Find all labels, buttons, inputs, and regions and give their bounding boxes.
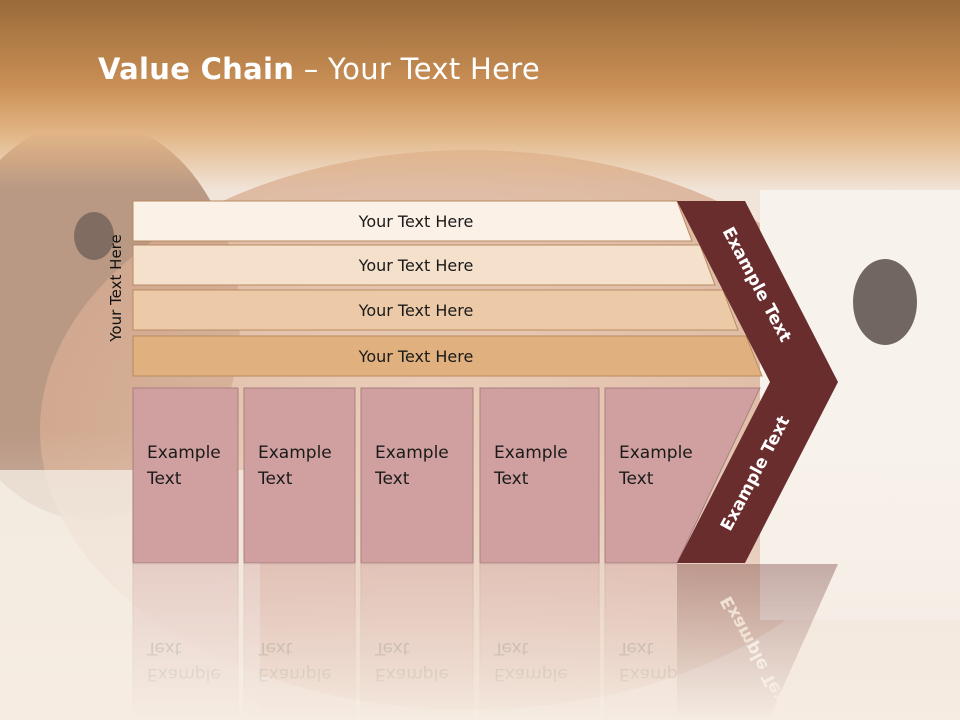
title-bold: Value Chain: [98, 52, 295, 86]
header-band: [0, 0, 960, 190]
primary-activity-label-line2: Text: [146, 638, 182, 658]
primary-activity-label-line1: Example: [258, 664, 332, 684]
primary-activity-label-line1: Example: [619, 664, 693, 684]
primary-activity-box: [360, 563, 474, 720]
title-rest: – Your Text Here: [294, 52, 540, 86]
support-row-label: Your Text Here: [358, 347, 474, 366]
primary-activity-label-line2: Text: [374, 638, 410, 658]
primary-activity-box: [479, 563, 600, 720]
support-row: [132, 335, 763, 377]
primary-activity-label-line2: Text: [493, 638, 529, 658]
primary-activity-label-line2: Text: [618, 469, 654, 489]
margin-arrow: [677, 201, 838, 563]
primary-activity-label-line1: Example: [619, 443, 693, 463]
primary-activity-box: [132, 387, 239, 564]
primary-activity-box: [243, 387, 356, 564]
margin-arrow-reflection: [677, 564, 838, 720]
primary-activity-label-line2: Text: [257, 469, 293, 489]
support-row-label: Your Text Here: [358, 301, 474, 320]
primary-activity-label-line2: Text: [257, 638, 293, 658]
primary-activity-label-line1: Example: [494, 443, 568, 463]
support-row: [132, 244, 716, 286]
primary-activity-label-line2: Text: [146, 469, 182, 489]
primary-activity-label-line1: Example: [375, 443, 449, 463]
support-row: [132, 200, 693, 242]
stone-icon: [74, 212, 114, 260]
primary-activity-box: [243, 563, 356, 720]
primary-activity-box: [604, 563, 752, 720]
primary-activity-label-line1: Example: [147, 664, 221, 684]
primary-activity-label-line2: Text: [374, 469, 410, 489]
primary-activity-box: [132, 563, 239, 720]
page-title: Value Chain – Your Text Here: [98, 52, 540, 86]
support-row-label: Your Text Here: [358, 256, 474, 275]
support-row: [132, 289, 739, 331]
primary-activity-label-line2: Text: [618, 638, 654, 658]
primary-activity-label-line1: Example: [147, 443, 221, 463]
primary-activity-label-line2: Text: [493, 469, 529, 489]
primary-activity-label-line1: Example: [375, 664, 449, 684]
support-row-label: Your Text Here: [358, 212, 474, 231]
primary-activity-box: [360, 387, 474, 564]
primary-activity-label-line1: Example: [258, 443, 332, 463]
primary-activity-box: [479, 387, 600, 564]
stone-icon: [853, 259, 917, 345]
primary-activity-label-line1: Example: [494, 664, 568, 684]
